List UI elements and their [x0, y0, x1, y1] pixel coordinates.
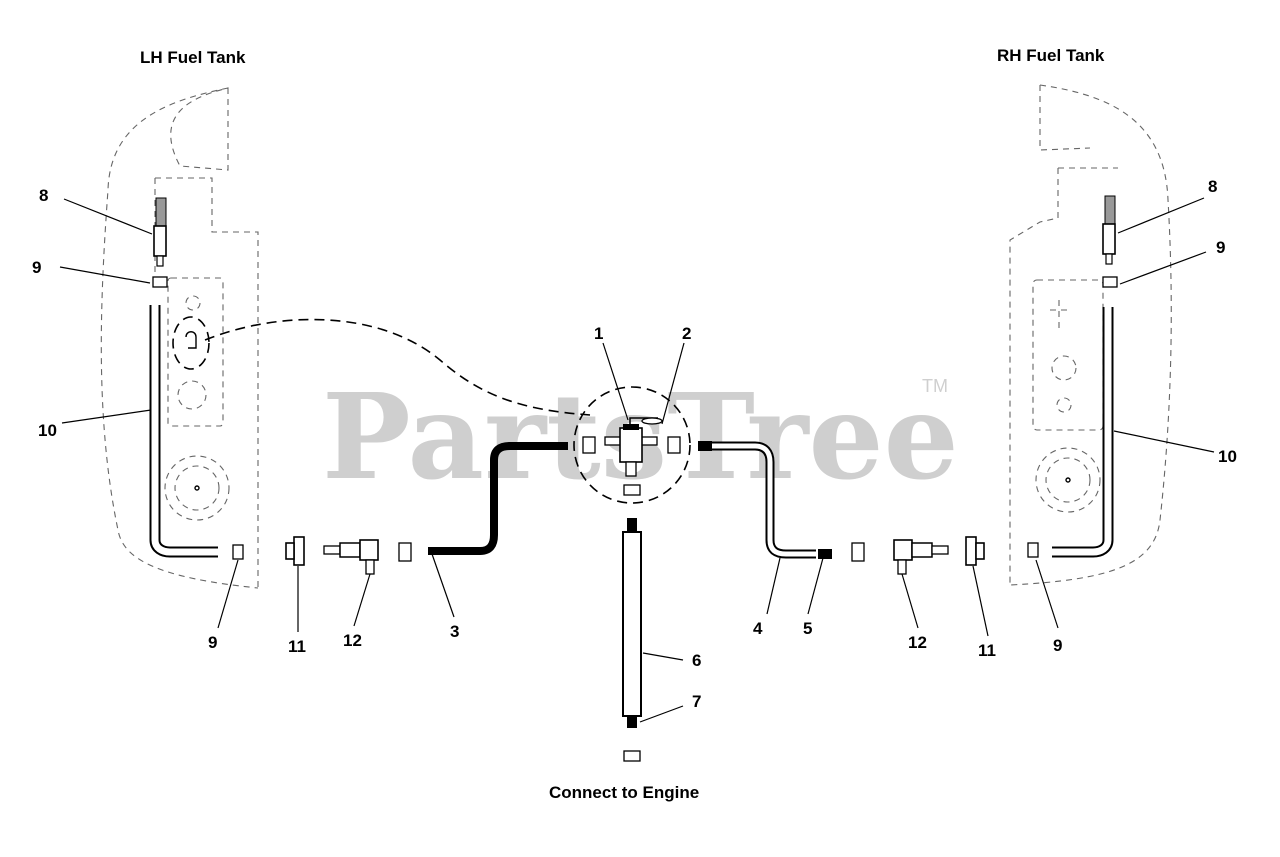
fuel-shutoff-valve-part-1 — [582, 417, 681, 477]
valve-connection-dashed-line — [204, 318, 591, 416]
rh-fuel-pickup-part-8 — [1102, 195, 1116, 265]
leader-lines — [59, 197, 1215, 723]
lh-grommet-part-9-top — [152, 276, 168, 288]
hose-end-part-7 — [627, 716, 637, 728]
engine-clamp — [623, 750, 641, 762]
callout-8-right: 8 — [1208, 177, 1217, 196]
fuel-valve-detail-circle — [573, 386, 691, 504]
hose-end-part-5 — [818, 549, 832, 559]
callout-6: 6 — [692, 651, 701, 670]
callout-3: 3 — [450, 622, 459, 641]
callout-11-right: 11 — [978, 641, 996, 660]
callout-12-right: 12 — [908, 633, 927, 652]
lh-fuel-pickup-part-8 — [153, 197, 167, 267]
callout-12-left: 12 — [343, 631, 362, 650]
callout-1: 1 — [594, 324, 603, 343]
rh-fuel-tank-outline — [1009, 84, 1172, 586]
callout-9-right-bottom: 9 — [1053, 636, 1062, 655]
rh-grommet-part-9-top — [1102, 276, 1118, 288]
callout-9-left-top: 9 — [32, 258, 41, 277]
watermark-trademark: TM — [922, 376, 948, 396]
lh-fuel-tank-outline — [100, 87, 259, 589]
lh-elbow-fitting-part-12 — [323, 539, 379, 575]
rh-fuel-tank-title: RH Fuel Tank — [997, 46, 1105, 65]
callout-4: 4 — [753, 619, 763, 638]
callout-7: 7 — [692, 692, 701, 711]
callout-9-right-top: 9 — [1216, 238, 1225, 257]
callout-2: 2 — [682, 324, 691, 343]
lh-fuel-tank-title: LH Fuel Tank — [140, 48, 246, 67]
lh-hose-clamp — [398, 542, 412, 562]
callout-9-left-bottom: 9 — [208, 633, 217, 652]
rh-elbow-fitting-part-12 — [893, 539, 949, 575]
fuel-hose-part-3 — [428, 442, 568, 555]
rh-hose-clamp — [851, 542, 865, 562]
callout-10-left: 10 — [38, 421, 57, 440]
rh-grommet-part-9-bottom — [1027, 542, 1039, 558]
valve-bottom-clamp — [623, 484, 641, 496]
engine-fuel-hose-part-6 — [622, 531, 642, 717]
callout-8-left: 8 — [39, 186, 48, 205]
callout-11-left: 11 — [288, 637, 306, 656]
lh-bushing-part-11 — [285, 536, 305, 566]
connect-to-engine-title: Connect to Engine — [549, 783, 699, 802]
callout-5: 5 — [803, 619, 812, 638]
rh-bushing-part-11 — [965, 536, 985, 566]
callout-10-right: 10 — [1218, 447, 1237, 466]
lh-grommet-part-9-bottom — [232, 544, 244, 560]
